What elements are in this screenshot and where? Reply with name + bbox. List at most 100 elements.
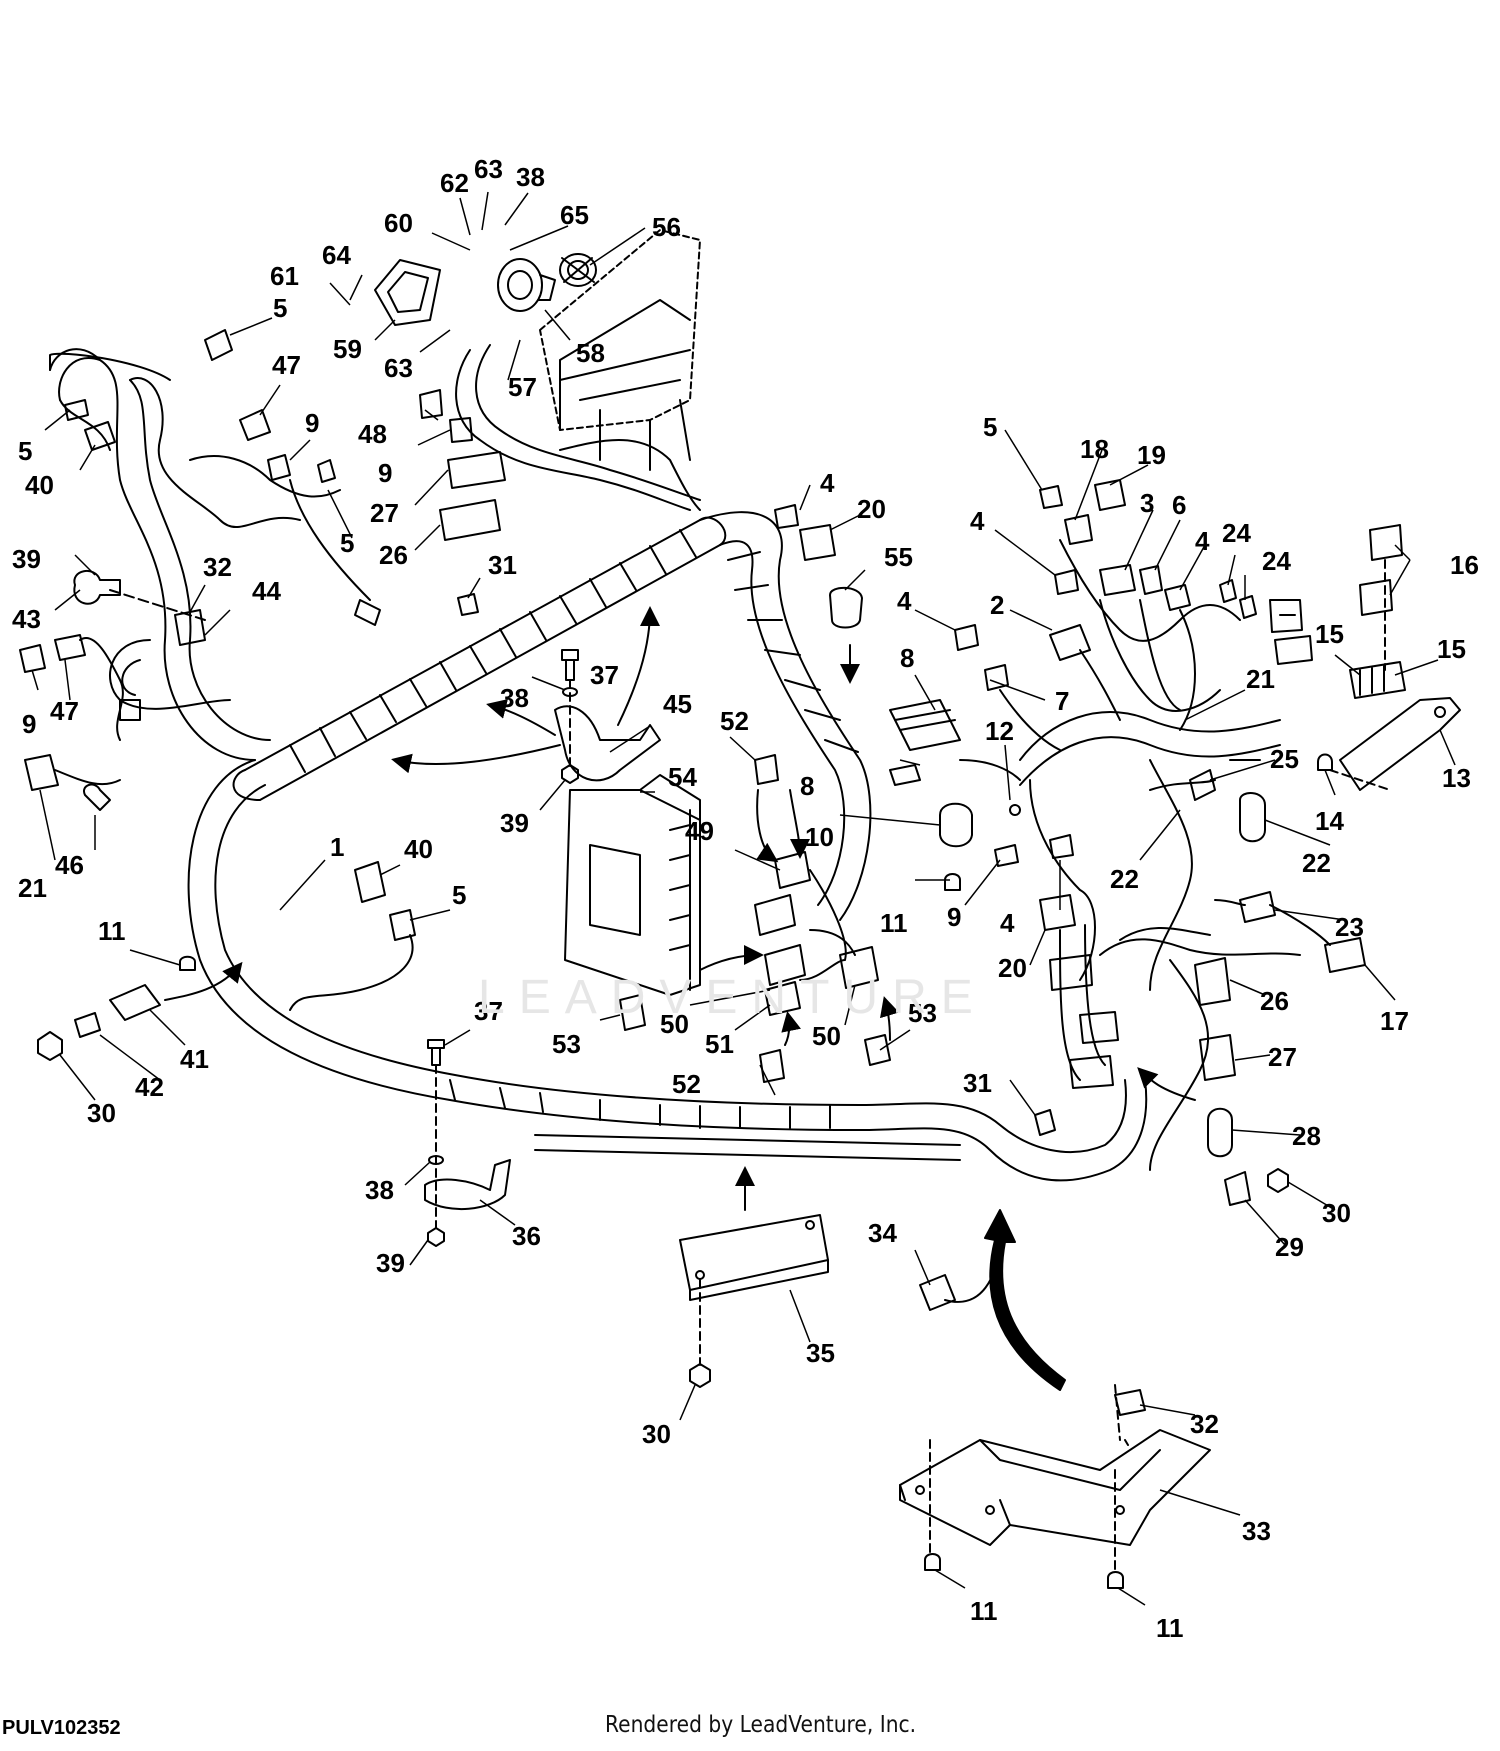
callout-57: 57 — [508, 372, 537, 402]
main-harness-trunk — [187, 759, 1148, 1182]
callout-56: 56 — [652, 212, 681, 242]
callout-3: 3 — [1140, 488, 1154, 518]
callout-39: 39 — [376, 1248, 405, 1278]
nut-30-right — [1267, 1168, 1289, 1193]
callout-13: 13 — [1442, 763, 1471, 793]
nut-30-bottom — [689, 1363, 711, 1388]
callout-37: 37 — [590, 660, 619, 690]
connector-55 — [829, 586, 863, 629]
callout-34: 34 — [868, 1218, 897, 1248]
callout-59: 59 — [333, 334, 362, 364]
callout-42: 42 — [135, 1072, 164, 1102]
callout-32: 32 — [203, 552, 232, 582]
connector-18 — [1064, 514, 1093, 545]
bracket-32-left — [174, 609, 206, 646]
connector-46 — [83, 783, 111, 811]
callout-26: 26 — [379, 540, 408, 570]
callout-22: 22 — [1302, 848, 1331, 878]
callout-35: 35 — [806, 1338, 835, 1368]
connector-24-a — [1219, 579, 1237, 603]
callout-8: 8 — [800, 771, 814, 801]
bolt-11-left — [179, 955, 196, 971]
callout-15: 15 — [1437, 634, 1466, 664]
callout-62: 62 — [440, 168, 469, 198]
connector-23 — [1239, 891, 1276, 923]
callout-52: 52 — [720, 706, 749, 736]
callout-5: 5 — [18, 436, 32, 466]
callout-4: 4 — [1195, 526, 1210, 556]
bolt-11-bottom-b — [1107, 1571, 1124, 1589]
bracket-45 — [554, 705, 661, 782]
connector-48 — [419, 389, 443, 419]
connector-4-top — [774, 504, 799, 529]
bolt-37-bottom — [427, 1039, 445, 1066]
callout-19: 19 — [1137, 440, 1166, 470]
bracket-13 — [1339, 697, 1461, 791]
connector-29 — [1224, 1171, 1251, 1206]
connector-50-a — [764, 944, 806, 986]
callout-16: 16 — [1450, 550, 1479, 580]
callout-41: 41 — [180, 1044, 209, 1074]
callout-5: 5 — [273, 293, 287, 323]
connector-9-mid — [449, 417, 473, 443]
connector-53-a — [619, 994, 646, 1031]
bolt-11-right — [944, 873, 961, 891]
connector-4-mid — [954, 624, 979, 651]
callout-63: 63 — [474, 154, 503, 184]
relay-16-top — [1369, 524, 1403, 561]
callout-50: 50 — [660, 1009, 689, 1039]
callout-11: 11 — [1156, 1613, 1184, 1643]
callout-22: 22 — [1110, 864, 1139, 894]
round-connector-58 — [497, 258, 556, 312]
callout-11: 11 — [880, 908, 908, 938]
nut-30-left — [37, 1031, 63, 1061]
callout-54: 54 — [668, 762, 697, 792]
connector-40-top — [84, 421, 116, 451]
callout-55: 55 — [884, 542, 913, 572]
clamp-43 — [73, 570, 121, 605]
callout-53: 53 — [908, 998, 937, 1028]
fuse-block-15 — [1349, 661, 1406, 699]
callout-4: 4 — [970, 506, 985, 536]
render-credit: Rendered by LeadVenture, Inc. — [605, 1712, 917, 1738]
callout-38: 38 — [365, 1175, 394, 1205]
callout-52: 52 — [672, 1069, 701, 1099]
callout-39: 39 — [12, 544, 41, 574]
callout-48: 48 — [358, 419, 387, 449]
callout-47: 47 — [50, 696, 79, 726]
component-25 — [1189, 769, 1216, 801]
callout-28: 28 — [1292, 1121, 1321, 1151]
figure-code: PULV102352 — [2, 1717, 121, 1739]
connector-2 — [1049, 624, 1091, 661]
connector-49-a — [774, 851, 811, 889]
callout-14: 14 — [1315, 806, 1344, 836]
convoluted-tube-upper — [244, 519, 721, 801]
callout-9: 9 — [378, 458, 392, 488]
callout-2: 2 — [990, 590, 1004, 620]
callout-5: 5 — [452, 880, 466, 910]
callout-1: 1 — [330, 832, 344, 862]
connector-34 — [919, 1274, 956, 1311]
callout-4: 4 — [897, 586, 912, 616]
callout-30: 30 — [1322, 1198, 1351, 1228]
watermark: LEADVENTURE — [478, 971, 987, 1024]
screw-14 — [1317, 753, 1333, 771]
callout-10: 10 — [805, 822, 834, 852]
callout-60: 60 — [384, 208, 413, 238]
connector-10 — [939, 802, 973, 848]
callout-37: 37 — [474, 996, 503, 1026]
callout-63: 63 — [384, 353, 413, 383]
callout-15: 15 — [1315, 619, 1344, 649]
callout-32: 32 — [1190, 1409, 1219, 1439]
connector-5-center — [389, 909, 416, 941]
leader-lines — [31, 191, 1456, 1606]
fastener-12 — [1009, 804, 1021, 816]
callout-5: 5 — [340, 528, 354, 558]
callout-9: 9 — [305, 408, 319, 438]
connector-6 — [1139, 565, 1163, 595]
round-connector-56 — [559, 253, 597, 287]
callout-18: 18 — [1080, 434, 1109, 464]
big-arrow — [984, 1209, 1066, 1391]
connector-8-group — [889, 699, 961, 751]
